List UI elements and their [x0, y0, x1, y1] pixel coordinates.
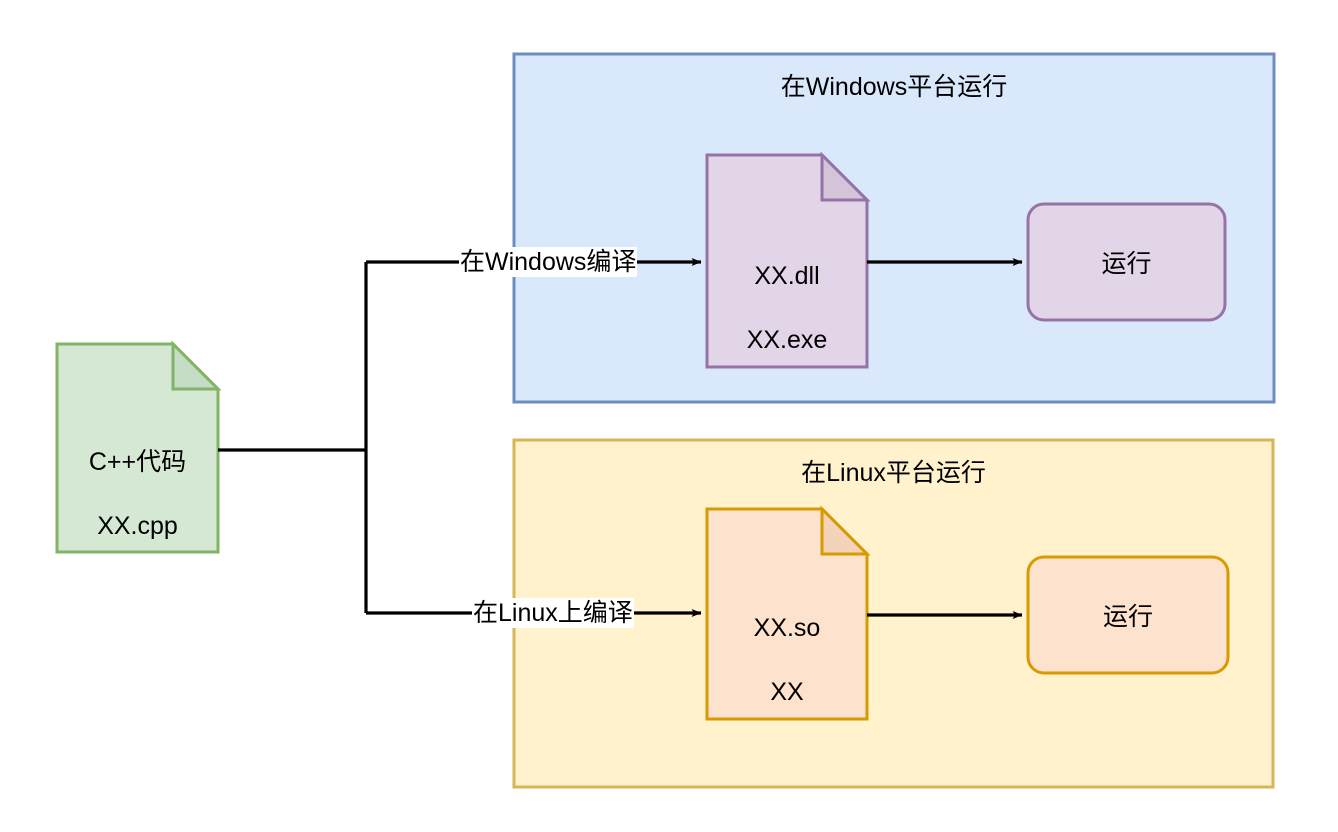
windows-artifact-document — [705, 151, 871, 369]
linux-panel-title: 在Linux平台运行 — [801, 459, 986, 487]
source-branch-connector — [218, 262, 368, 613]
linux-run-box — [1026, 555, 1230, 675]
windows-compile-edge-label: 在Windows编译 — [459, 247, 638, 277]
linux-artifact-document — [705, 505, 871, 721]
linux-compile-edge-label: 在Linux上编译 — [472, 598, 634, 628]
windows-panel-title: 在Windows平台运行 — [780, 73, 1008, 101]
windows-run-box — [1026, 202, 1227, 322]
cpp-source-document — [55, 340, 222, 554]
